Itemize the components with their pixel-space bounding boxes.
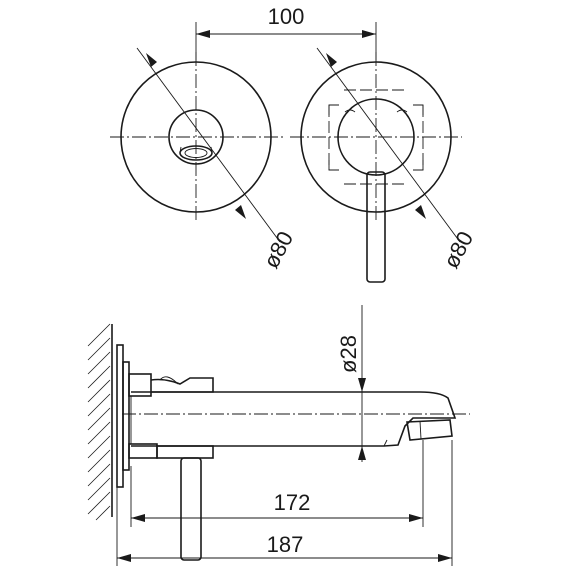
dimension-spout-length: 172	[130, 440, 424, 527]
dimension-label-outlet-diameter: ø28	[336, 335, 361, 373]
dimension-center-distance: 100	[195, 4, 377, 60]
right-plate-front-view	[290, 47, 462, 283]
dimension-overall-length: 187	[116, 440, 453, 566]
dimension-outlet-diameter: ø28	[336, 305, 378, 462]
side-view	[87, 323, 470, 561]
dimension-label-spout-length: 172	[274, 490, 311, 515]
wall-hatching	[87, 323, 111, 521]
dimension-label-overall-length: 187	[267, 532, 304, 557]
dimension-label-right-diameter: ø80	[438, 227, 478, 272]
dimension-label-center-distance: 100	[268, 4, 305, 29]
dimension-label-left-diameter: ø80	[258, 227, 298, 272]
left-plate-front-view	[110, 47, 285, 243]
